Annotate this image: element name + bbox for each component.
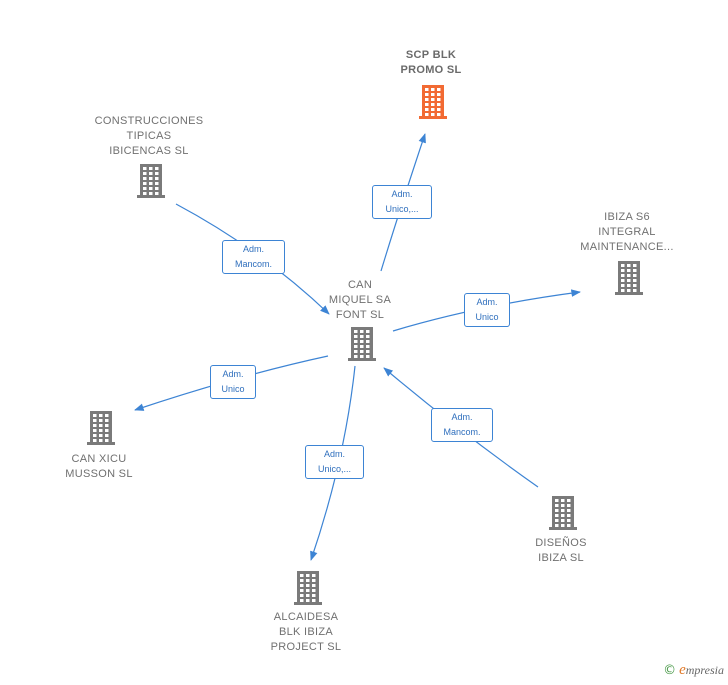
building-icon bbox=[294, 571, 322, 605]
building-icon bbox=[348, 327, 376, 361]
nodes-layer bbox=[87, 85, 643, 605]
building-icon bbox=[87, 411, 115, 445]
footer-brand: © empresia bbox=[663, 662, 724, 679]
node-label-scp_blk[interactable]: SCP BLK PROMO SL bbox=[400, 49, 462, 76]
edge-label[interactable]: Adm. Unico bbox=[464, 293, 510, 327]
node-label-alcaidesa[interactable]: ALCAIDESA BLK IBIZA PROJECT SL bbox=[270, 611, 342, 653]
building-icon bbox=[419, 85, 447, 119]
edge-label[interactable]: Adm. Mancom. bbox=[431, 408, 493, 442]
node-label-can_xicu[interactable]: CAN XICU MUSSON SL bbox=[65, 453, 133, 480]
copyright-icon: © bbox=[663, 663, 677, 678]
edge-label[interactable]: Adm. Unico,... bbox=[372, 185, 432, 219]
node-label-can_miquel[interactable]: CAN MIQUEL SA FONT SL bbox=[328, 279, 392, 321]
node-label-construcciones[interactable]: CONSTRUCCIONES TIPICAS IBICENCAS SL bbox=[94, 115, 204, 157]
brand-name: mpresia bbox=[685, 663, 724, 677]
brand-initial: e bbox=[679, 662, 686, 678]
building-icon bbox=[549, 496, 577, 530]
edge-label[interactable]: Adm. Mancom. bbox=[222, 240, 285, 274]
building-icon bbox=[615, 261, 643, 295]
edge-label[interactable]: Adm. Unico bbox=[210, 365, 256, 399]
building-icon bbox=[137, 164, 165, 198]
node-label-disenos[interactable]: DISEÑOS IBIZA SL bbox=[535, 537, 587, 564]
node-label-ibiza_s6[interactable]: IBIZA S6 INTEGRAL MAINTENANCE... bbox=[580, 211, 674, 253]
edge-label[interactable]: Adm. Unico,... bbox=[305, 445, 364, 479]
